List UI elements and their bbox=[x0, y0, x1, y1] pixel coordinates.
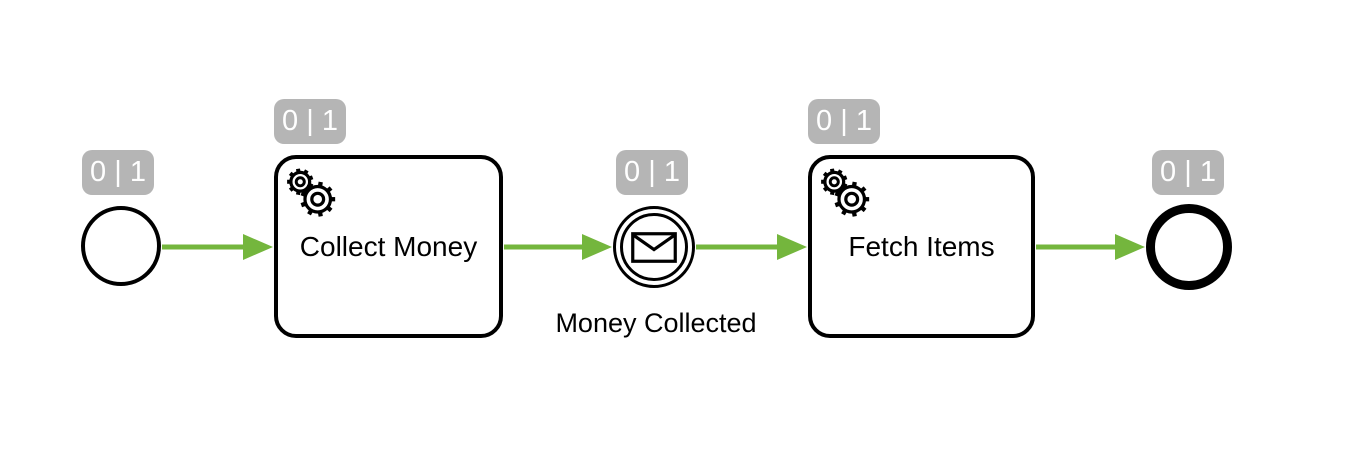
token-count-badge-end: 0 | 1 bbox=[1152, 150, 1224, 195]
service-task-gear-icon bbox=[821, 168, 870, 217]
token-count-badge-fetch-items: 0 | 1 bbox=[808, 99, 880, 144]
task-fetch-items[interactable]: Fetch Items bbox=[808, 155, 1035, 338]
sequence-flow-message-to-fetch[interactable] bbox=[696, 234, 807, 260]
arrow-head-icon bbox=[1115, 234, 1145, 260]
end-event[interactable] bbox=[1146, 204, 1232, 290]
task-collect-money[interactable]: Collect Money bbox=[274, 155, 503, 338]
intermediate-message-catch-event[interactable] bbox=[613, 206, 695, 288]
arrow-head-icon bbox=[243, 234, 273, 260]
service-task-gear-icon bbox=[287, 168, 336, 217]
token-count-badge-collect-money: 0 | 1 bbox=[274, 99, 346, 144]
message-envelope-icon bbox=[631, 231, 677, 263]
event-label-money-collected: Money Collected bbox=[555, 308, 757, 338]
start-event[interactable] bbox=[81, 206, 161, 286]
task-label: Collect Money bbox=[299, 230, 478, 262]
sequence-flow-fetch-to-end[interactable] bbox=[1036, 234, 1145, 260]
sequence-flow-start-to-collect[interactable] bbox=[162, 234, 273, 260]
event-inner-circle bbox=[620, 213, 688, 281]
token-count-badge-start: 0 | 1 bbox=[82, 150, 154, 195]
arrow-head-icon bbox=[777, 234, 807, 260]
token-count-badge-money-collected: 0 | 1 bbox=[616, 150, 688, 195]
sequence-flow-collect-to-message[interactable] bbox=[504, 234, 612, 260]
task-label: Fetch Items bbox=[848, 230, 995, 262]
arrow-head-icon bbox=[582, 234, 612, 260]
